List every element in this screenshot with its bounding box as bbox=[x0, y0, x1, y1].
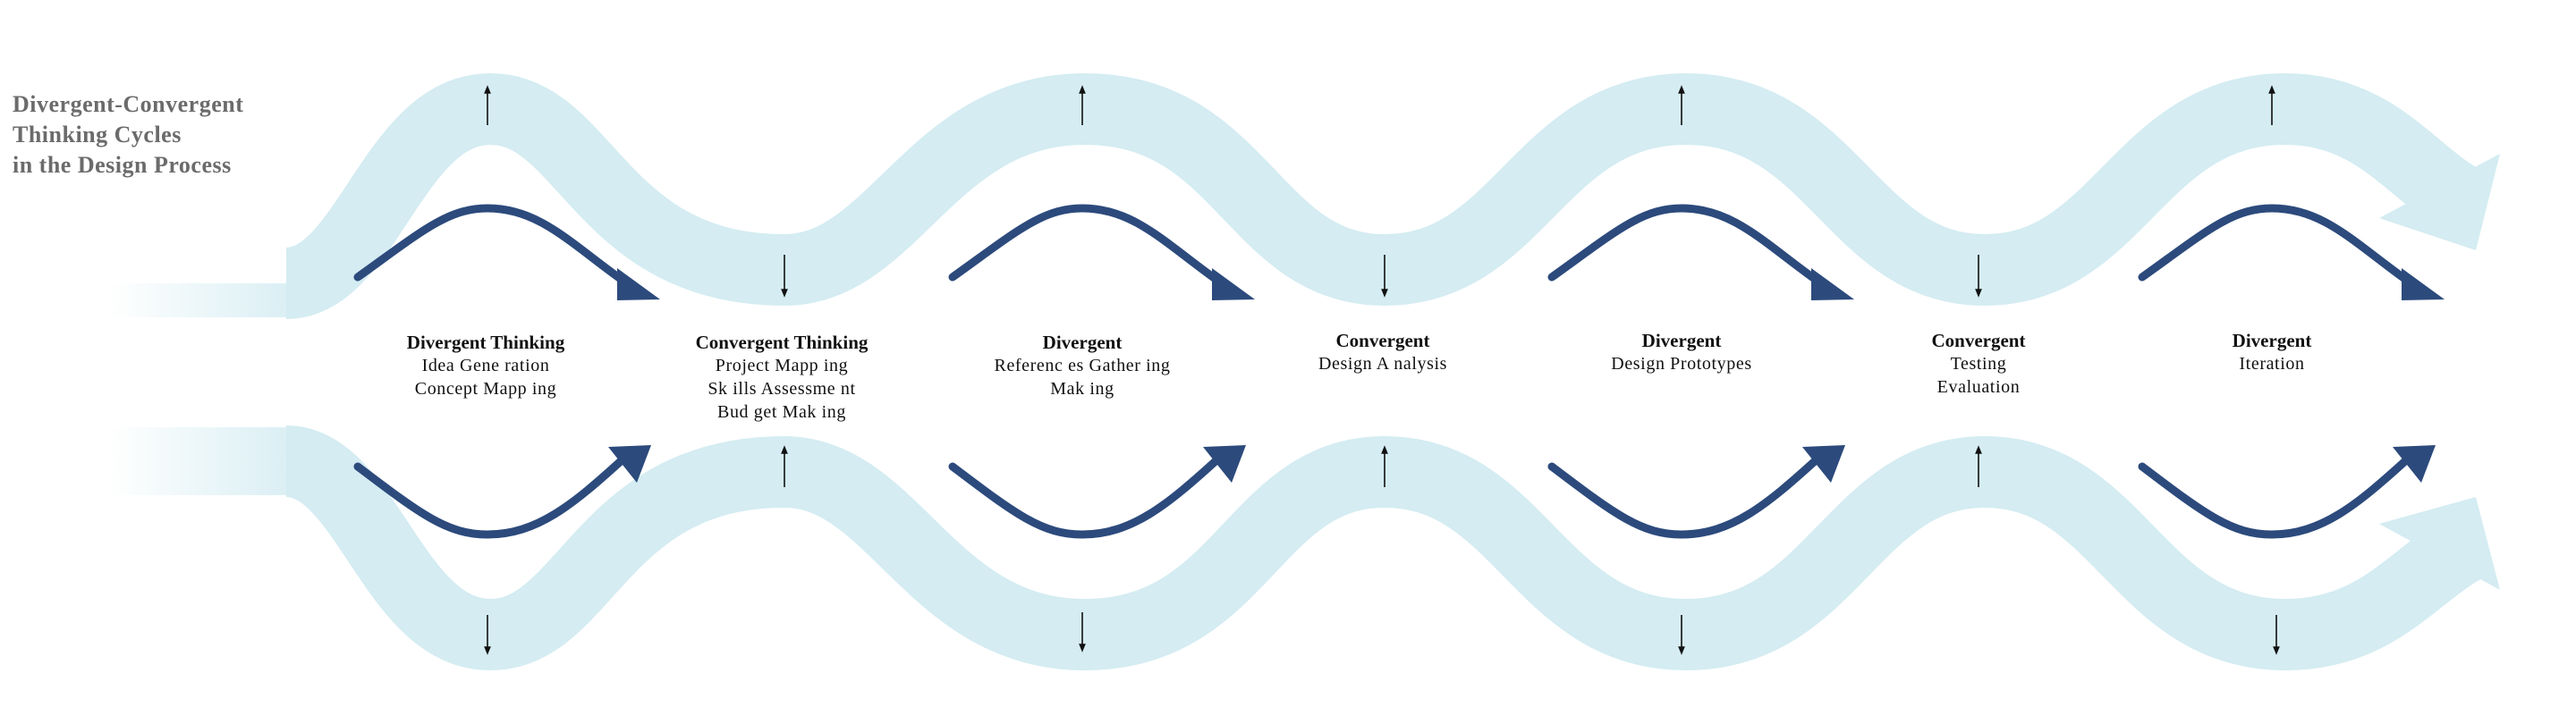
bottom-band bbox=[107, 425, 2500, 671]
bottom-band-wave bbox=[282, 425, 2487, 671]
title-line: Thinking Cycles bbox=[13, 122, 182, 147]
curved-arrow-head-icon bbox=[1811, 268, 1854, 300]
curved-arrow-head-icon bbox=[1802, 445, 1845, 483]
stage-item: Bud get Mak ing bbox=[717, 402, 846, 422]
stage-label: Divergent bbox=[1641, 330, 1722, 351]
curved-arrow-icon bbox=[948, 204, 1230, 290]
curved-arrow-icon bbox=[948, 456, 1221, 539]
diagram-title: Divergent-Convergent Thinking Cycles in … bbox=[13, 89, 243, 181]
stage-convergent-thinking: Convergent Thinking Project Mapp ing Sk … bbox=[639, 331, 925, 424]
stage-item: Project Mapp ing bbox=[715, 356, 849, 375]
stage-item: Idea Gene ration bbox=[421, 356, 550, 375]
stage-convergent-3: Convergent Testing Evaluation bbox=[1835, 329, 2122, 399]
stage-label: Divergent bbox=[1042, 332, 1123, 353]
top-cycle-arrows bbox=[353, 204, 2445, 300]
stage-label: Convergent bbox=[1931, 330, 2026, 351]
stage-label: Divergent bbox=[2232, 330, 2312, 351]
stage-item: Referenc es Gather ing bbox=[994, 356, 1171, 375]
curved-arrow-head-icon bbox=[1203, 445, 1246, 483]
stage-label: Convergent Thinking bbox=[695, 332, 869, 353]
curved-arrow-head-icon bbox=[617, 268, 660, 300]
stage-item: Mak ing bbox=[1050, 379, 1114, 399]
curved-arrow-icon bbox=[2138, 456, 2411, 539]
curved-arrow-icon bbox=[2138, 204, 2419, 290]
stage-label: Convergent bbox=[1335, 330, 1430, 351]
stage-divergent-3: Divergent Design Prototypes bbox=[1538, 329, 1825, 375]
title-line: Divergent-Convergent bbox=[13, 91, 244, 117]
curved-arrow-icon bbox=[353, 456, 626, 539]
top-band-wave bbox=[282, 72, 2486, 319]
bottom-band-arrowhead-icon bbox=[2379, 497, 2500, 590]
stage-label: Divergent Thinking bbox=[406, 332, 565, 353]
curved-arrow-icon bbox=[1547, 456, 1820, 539]
curved-arrow-head-icon bbox=[1212, 268, 1255, 300]
stage-item: Design A nalysis bbox=[1318, 354, 1448, 374]
stage-item: Iteration bbox=[2239, 354, 2305, 374]
stage-divergent-thinking: Divergent Thinking Idea Gene ration Conc… bbox=[343, 331, 629, 400]
top-band-fade bbox=[107, 283, 295, 317]
bottom-band-fade bbox=[107, 427, 304, 495]
stage-divergent-4: Divergent Iteration bbox=[2129, 329, 2415, 375]
title-line: in the Design Process bbox=[13, 152, 232, 178]
curved-arrow-head-icon bbox=[608, 445, 651, 483]
top-band-arrowhead-icon bbox=[2379, 154, 2500, 250]
bottom-cycle-arrows bbox=[353, 445, 2436, 539]
curved-arrow-head-icon bbox=[2393, 445, 2436, 483]
curved-arrow-icon bbox=[353, 204, 635, 290]
stage-item: Concept Mapp ing bbox=[414, 379, 557, 399]
stage-convergent-2: Convergent Design A nalysis bbox=[1240, 329, 1526, 375]
stage-item: Design Prototypes bbox=[1611, 354, 1752, 374]
band-markers bbox=[484, 85, 2280, 655]
curved-arrow-head-icon bbox=[2402, 268, 2445, 300]
stage-item: Sk ills Assessme nt bbox=[708, 379, 856, 399]
stage-item: Testing bbox=[1950, 354, 2007, 374]
stage-item: Evaluation bbox=[1936, 377, 2021, 397]
curved-arrow-icon bbox=[1547, 204, 1829, 290]
stage-divergent-2: Divergent Referenc es Gather ing Mak ing bbox=[939, 331, 1225, 400]
